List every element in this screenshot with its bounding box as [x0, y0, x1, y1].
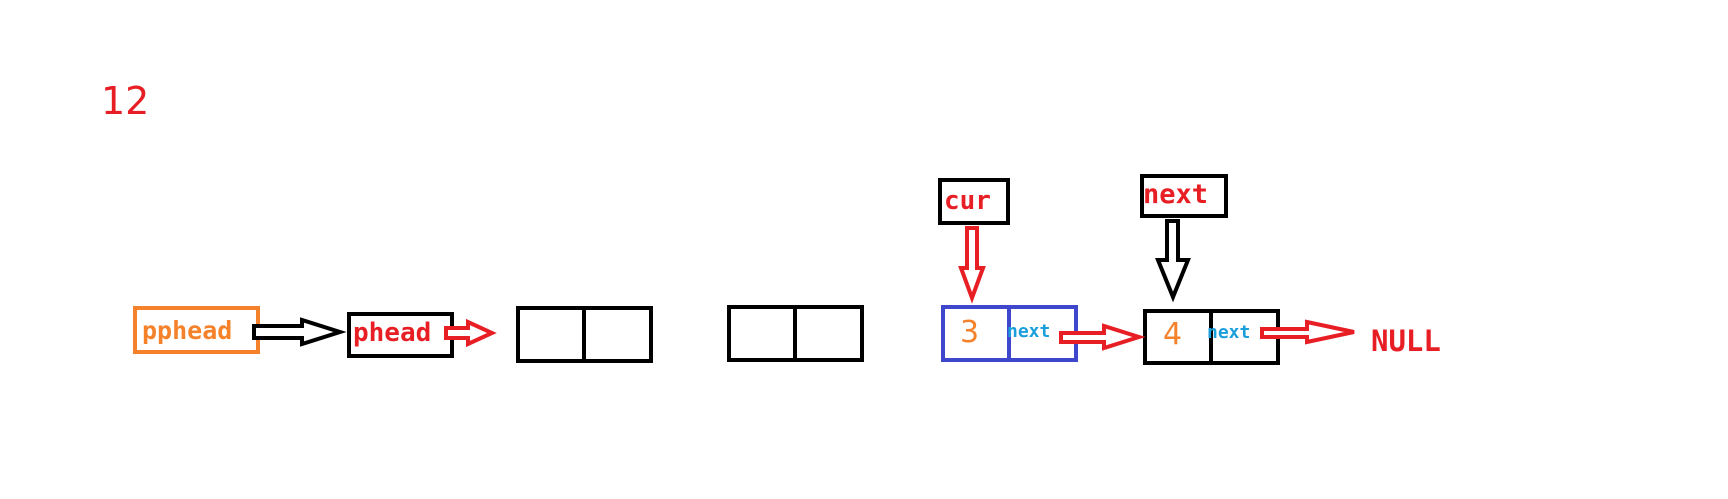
- arrow-next-pointer-to-node-4: [1155, 219, 1191, 303]
- node-3-value: 3: [960, 315, 980, 350]
- step-number: 12: [101, 79, 150, 123]
- phead-label: phead: [353, 318, 432, 348]
- next-pointer-box: [1140, 174, 1228, 218]
- node-4-next-field: next: [1207, 322, 1251, 343]
- null-label: NULL: [1371, 324, 1441, 358]
- arrow-pphead-to-phead: [252, 317, 347, 347]
- next-pointer-label: next: [1143, 179, 1209, 210]
- node-4-value: 4: [1163, 317, 1183, 352]
- arrow-node-4-to-null: [1260, 319, 1355, 345]
- pphead-label: pphead: [142, 316, 233, 345]
- cur-box: [938, 178, 1010, 225]
- cur-label: cur: [944, 186, 991, 216]
- arrow-node-3-to-node-4: [1059, 323, 1146, 351]
- arrow-phead-to-node-1: [444, 318, 497, 348]
- arrow-cur-to-node-3: [958, 226, 986, 304]
- node-3-next-field: next: [1007, 321, 1051, 342]
